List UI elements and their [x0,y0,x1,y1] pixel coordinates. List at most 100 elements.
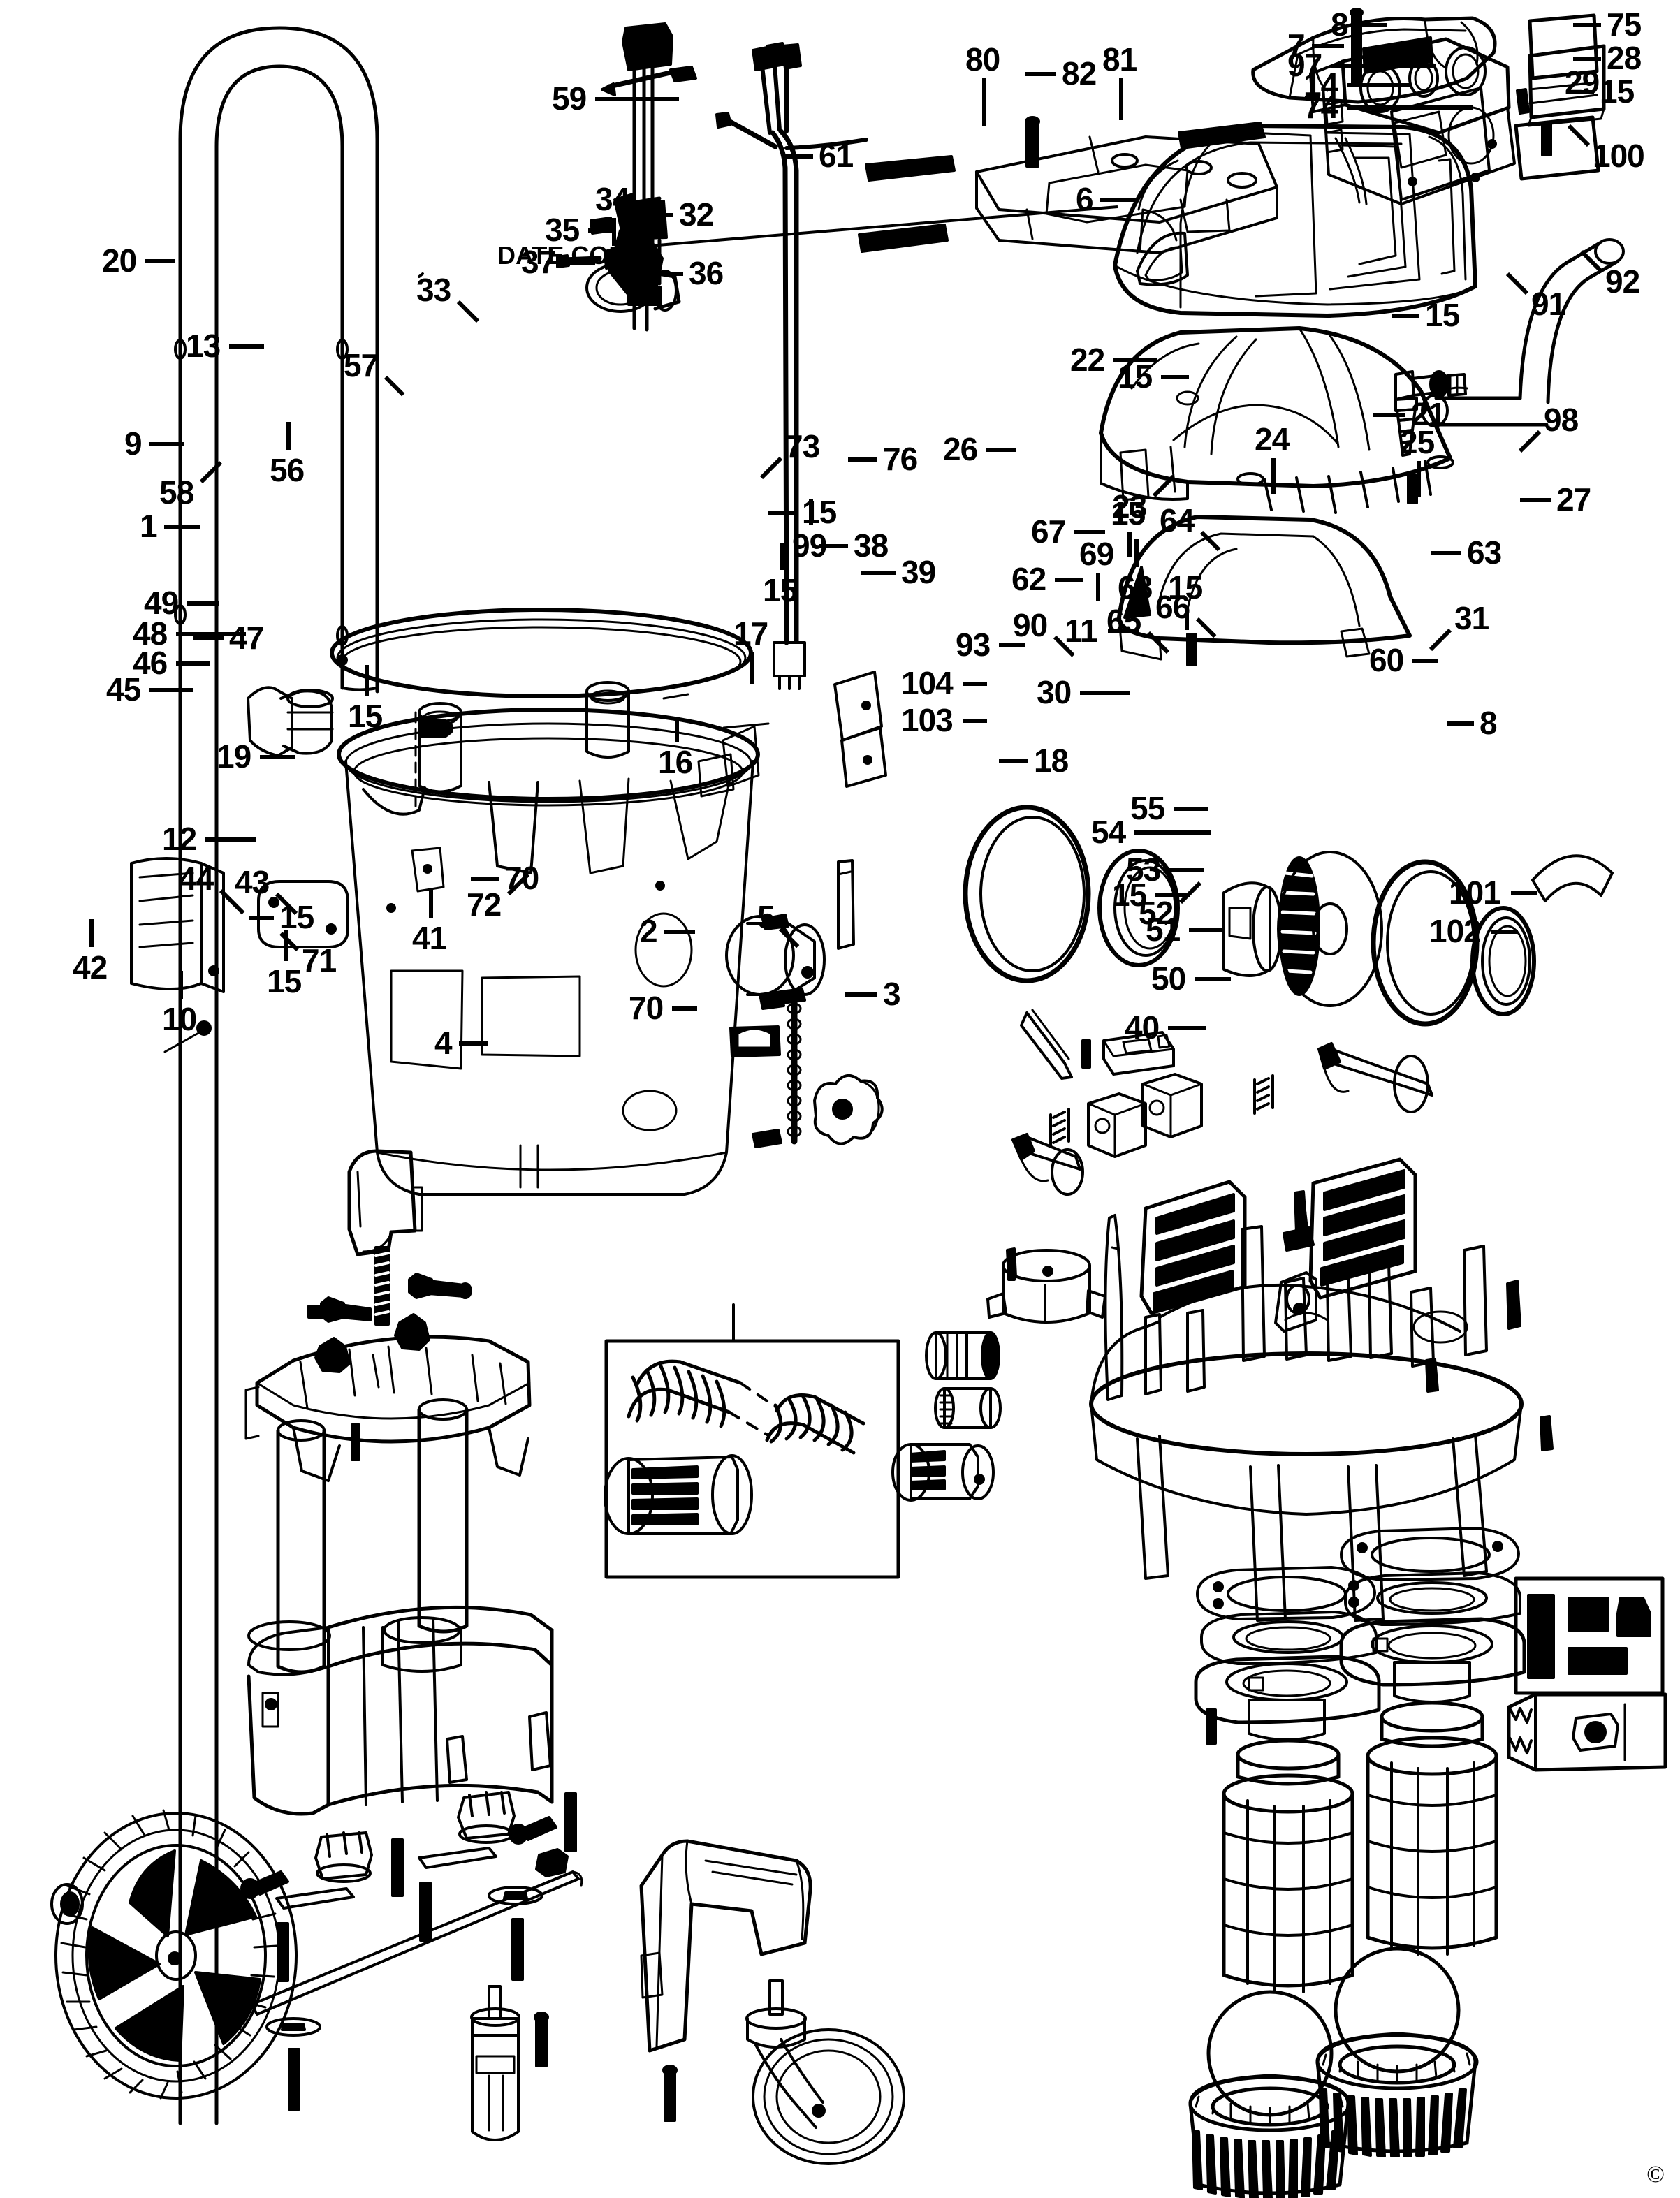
callout-68: 68 [1118,569,1153,606]
callout-58: 58 [159,474,194,511]
callout-70: 70 [629,990,664,1026]
callout-42: 42 [73,949,108,986]
callout-15: 15 [348,698,383,734]
callout-71: 71 [302,942,337,979]
callout-33: 33 [416,272,451,308]
callout-3: 3 [883,976,901,1012]
callout-97: 97 [1287,47,1322,83]
callout-22: 22 [1070,342,1105,378]
callout-104: 104 [901,665,954,701]
callout-55: 55 [1130,790,1165,826]
callout-64: 64 [1160,502,1195,538]
callout-92: 92 [1605,263,1640,300]
callout-50: 50 [1151,960,1186,997]
callout-80: 80 [965,41,1000,78]
callout-27: 27 [1556,481,1591,518]
callout-67: 67 [1031,513,1066,550]
callout-30: 30 [1037,674,1072,710]
callout-5: 5 [757,899,775,935]
callout-7: 7 [1287,27,1306,64]
callout-17: 17 [733,615,768,652]
callout-4: 4 [434,1025,453,1061]
callout-76: 76 [883,441,918,477]
callout-63: 63 [1467,534,1502,571]
callout-40: 40 [1125,1009,1160,1046]
callout-6: 6 [1076,181,1094,217]
callout-41: 41 [412,920,447,956]
callout-9: 9 [124,425,143,462]
callout-101: 101 [1449,874,1501,911]
callout-103: 103 [901,702,954,738]
callout-15: 15 [1111,495,1146,532]
callout-2: 2 [640,913,658,949]
callout-37: 37 [521,244,556,280]
callout-65: 65 [1106,603,1141,639]
callout-10: 10 [162,1001,197,1037]
callout-47: 47 [229,620,264,656]
callout-44: 44 [179,860,214,897]
callout-15: 15 [1168,569,1203,606]
callout-15: 15 [802,494,837,530]
callout-93: 93 [956,627,991,663]
callout-62: 62 [1011,561,1046,597]
callout-21: 21 [1411,396,1446,432]
callout-15: 15 [267,963,302,999]
callout-16: 16 [658,744,693,780]
callout-53: 53 [1126,851,1161,888]
callout-48: 48 [133,615,168,652]
callout-61: 61 [819,138,854,174]
callout-38: 38 [854,527,889,564]
callout-15: 15 [1600,73,1635,110]
copyright-mark: © [1646,2162,1665,2188]
callout-75: 75 [1607,6,1642,43]
callout-35: 35 [545,212,580,248]
callout-23: 23 [1112,488,1147,525]
callout-66: 66 [1155,589,1190,625]
callout-100: 100 [1593,138,1645,174]
callout-73: 73 [785,428,820,464]
callout-15: 15 [1118,358,1153,395]
callout-90: 90 [1013,607,1048,643]
callout-81: 81 [1102,41,1137,78]
callout-70: 70 [504,860,539,896]
callout-74: 74 [1303,89,1338,125]
callout-15: 15 [763,572,798,608]
callout-36: 36 [689,255,724,291]
callout-25: 25 [1400,424,1435,460]
callout-28: 28 [1607,40,1642,76]
callout-8: 8 [1331,6,1349,43]
callout-39: 39 [901,554,936,590]
callout-31: 31 [1454,600,1489,636]
callout-99: 99 [792,527,827,564]
callout-49: 49 [144,585,179,621]
callout-15: 15 [1425,297,1460,333]
callout-69: 69 [1079,536,1114,572]
callout-20: 20 [102,242,137,279]
callout-54: 54 [1091,814,1126,850]
callout-45: 45 [106,671,141,708]
callout-1: 1 [140,508,158,544]
callout-13: 13 [186,328,221,364]
callout-72: 72 [467,886,502,923]
callout-14: 14 [1303,66,1338,103]
callout-26: 26 [943,431,978,467]
date-code-annotation: DATE CODE [497,241,644,270]
callout-15: 15 [279,899,314,935]
callout-24: 24 [1255,421,1290,457]
callout-102: 102 [1429,913,1482,949]
callout-52: 52 [1139,895,1174,931]
callout-43: 43 [235,864,270,900]
callout-56: 56 [270,452,305,488]
callout-29: 29 [1565,64,1600,101]
callout-8: 8 [1480,705,1498,741]
callout-11: 11 [1065,613,1098,649]
callout-51: 51 [1146,911,1181,948]
callout-18: 18 [1034,742,1069,779]
callout-59: 59 [552,80,587,117]
callout-34: 34 [595,181,630,217]
callout-82: 82 [1062,55,1097,91]
callout-32: 32 [679,196,714,233]
callout-19: 19 [217,738,251,775]
